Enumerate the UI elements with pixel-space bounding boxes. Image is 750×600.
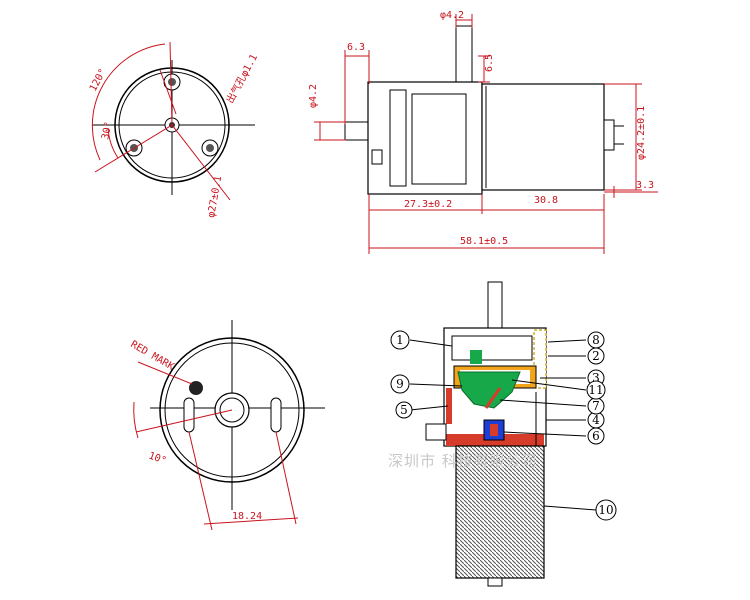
- section-motor-body: [455, 445, 545, 579]
- side-port: [371, 149, 383, 165]
- side-view: φ4.2 6.3 6.5 φ4.2 φ24.2±0.1 3.3 27.3±0.2…: [308, 10, 658, 254]
- rear-body-inner: [164, 342, 300, 478]
- section-valve-chamber: [451, 335, 533, 361]
- svg-text:6: 6: [592, 429, 600, 443]
- section-valve-green: [470, 350, 482, 364]
- front-body-inner: [118, 71, 226, 179]
- callout-6: 6: [587, 427, 605, 445]
- side-shaft-left-label: φ4.2: [308, 84, 319, 108]
- front-hole-label: 出气孔φ1.1: [223, 52, 260, 106]
- svg-text:8: 8: [592, 333, 600, 347]
- front-dia-leader: [171, 124, 231, 201]
- svg-text:11: 11: [588, 383, 603, 397]
- front-angle-leg-left: [94, 124, 173, 173]
- front-view: 120° 30° 出气孔φ1.1 φ27±0.1: [88, 41, 260, 219]
- side-left-shaft: [344, 121, 370, 141]
- side-pump-window: [411, 93, 467, 185]
- side-pump-length-label: 27.3±0.2: [404, 199, 452, 210]
- side-pump-head: [367, 81, 483, 195]
- side-motor-length-label: 30.8: [534, 195, 558, 206]
- section-part-5: [446, 388, 452, 424]
- section-side-shaft: [425, 423, 447, 441]
- side-shaft-dia-label: φ4.2: [440, 10, 464, 21]
- svg-text:10: 10: [598, 503, 613, 517]
- front-screw-right: [201, 139, 219, 157]
- svg-text:7: 7: [592, 399, 600, 413]
- svg-text:2: 2: [592, 349, 600, 363]
- front-small-arc: [107, 127, 119, 159]
- side-motor-body: [481, 83, 605, 191]
- section-view: 1 2 3 4 5 6 7 8: [390, 281, 617, 587]
- rear-slot-left: [183, 397, 195, 433]
- callout-2: 2: [587, 347, 605, 365]
- rear-angle-leg: [135, 409, 233, 433]
- svg-text:3: 3: [592, 371, 600, 385]
- svg-text:4: 4: [592, 413, 600, 427]
- svg-text:9: 9: [396, 377, 404, 391]
- watermark-text: 深圳市 科技有限公司: [388, 452, 538, 470]
- section-part-7: [484, 387, 502, 409]
- front-angle-leg-top: [169, 41, 173, 126]
- side-offset-label: 6.3: [347, 42, 365, 53]
- callout-9: 9: [390, 374, 410, 394]
- rear-spacing-line: [203, 517, 299, 525]
- side-terminal-block: [603, 119, 615, 151]
- rear-angle-arc: [133, 401, 139, 439]
- section-terminal: [487, 577, 503, 587]
- rear-mark-leader: [137, 361, 193, 385]
- side-top-nozzle: [455, 25, 473, 83]
- callout-1: 1: [390, 330, 410, 350]
- side-body-dia-label: φ24.2±0.1: [636, 106, 647, 160]
- rear-slot-right: [270, 397, 282, 433]
- section-part-8: [533, 329, 547, 389]
- side-nozzle-height-label: 6.5: [484, 54, 495, 72]
- side-total-length-label: 58.1±0.5: [460, 236, 508, 247]
- front-small-angle-label: 30°: [100, 121, 115, 141]
- rear-spacing-label: 18.24: [232, 511, 262, 522]
- svg-text:5: 5: [400, 403, 408, 417]
- callout-11: 11: [586, 380, 606, 400]
- section-part-9: [457, 371, 521, 409]
- section-top-nozzle: [487, 281, 503, 329]
- front-angle-arc: [91, 43, 166, 161]
- callout-10: 10: [595, 499, 617, 521]
- front-diameter-label: φ27±0.1: [206, 175, 224, 218]
- front-hole-leader: [159, 69, 177, 115]
- rear-body-outer: [159, 337, 305, 483]
- rear-view: RED MARK 10° 18.24: [129, 320, 325, 531]
- callout-8: 8: [587, 331, 605, 349]
- side-terminal-label: 3.3: [636, 180, 654, 191]
- callout-7: 7: [587, 397, 605, 415]
- front-body-outer: [114, 67, 230, 183]
- svg-text:1: 1: [396, 333, 404, 347]
- side-pump-rib: [389, 89, 407, 187]
- rear-red-mark: [189, 381, 203, 395]
- callout-5: 5: [395, 401, 413, 419]
- rear-angle-label: 10°: [147, 450, 168, 467]
